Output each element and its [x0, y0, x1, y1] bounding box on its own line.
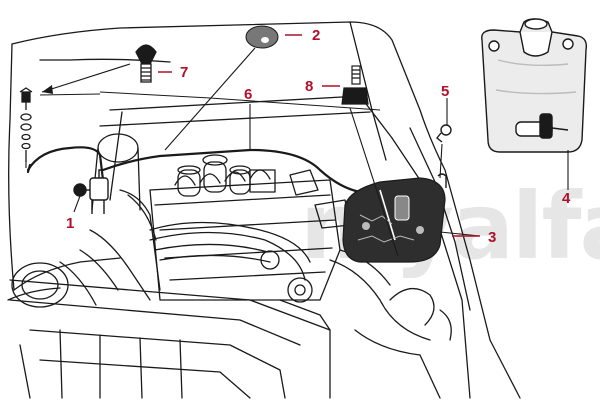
callout-8: 8 [305, 78, 313, 95]
washer-hose [26, 146, 392, 197]
leader-lines [25, 47, 569, 257]
callout-4: 4 [562, 190, 571, 207]
reservoir-drawing [481, 18, 588, 153]
bracket-drawing [436, 124, 452, 188]
leader-arrowheads [42, 85, 53, 94]
grommet-drawing [245, 25, 279, 49]
callout-labels: 1 2 3 4 5 6 7 8 [66, 27, 571, 246]
callout-1: 1 [66, 215, 74, 232]
callout-2: 2 [312, 27, 320, 44]
nozzle-pointer-line [39, 93, 101, 96]
callout-7: 7 [180, 64, 188, 81]
nozzle-drawing [19, 44, 157, 162]
reservoir-installed-drawing [342, 177, 446, 263]
connector-drawing [341, 65, 369, 105]
callout-5: 5 [441, 83, 449, 100]
callout-6: 6 [244, 86, 252, 103]
engine-bay-outline [7, 21, 521, 399]
callout-3: 3 [488, 229, 496, 246]
